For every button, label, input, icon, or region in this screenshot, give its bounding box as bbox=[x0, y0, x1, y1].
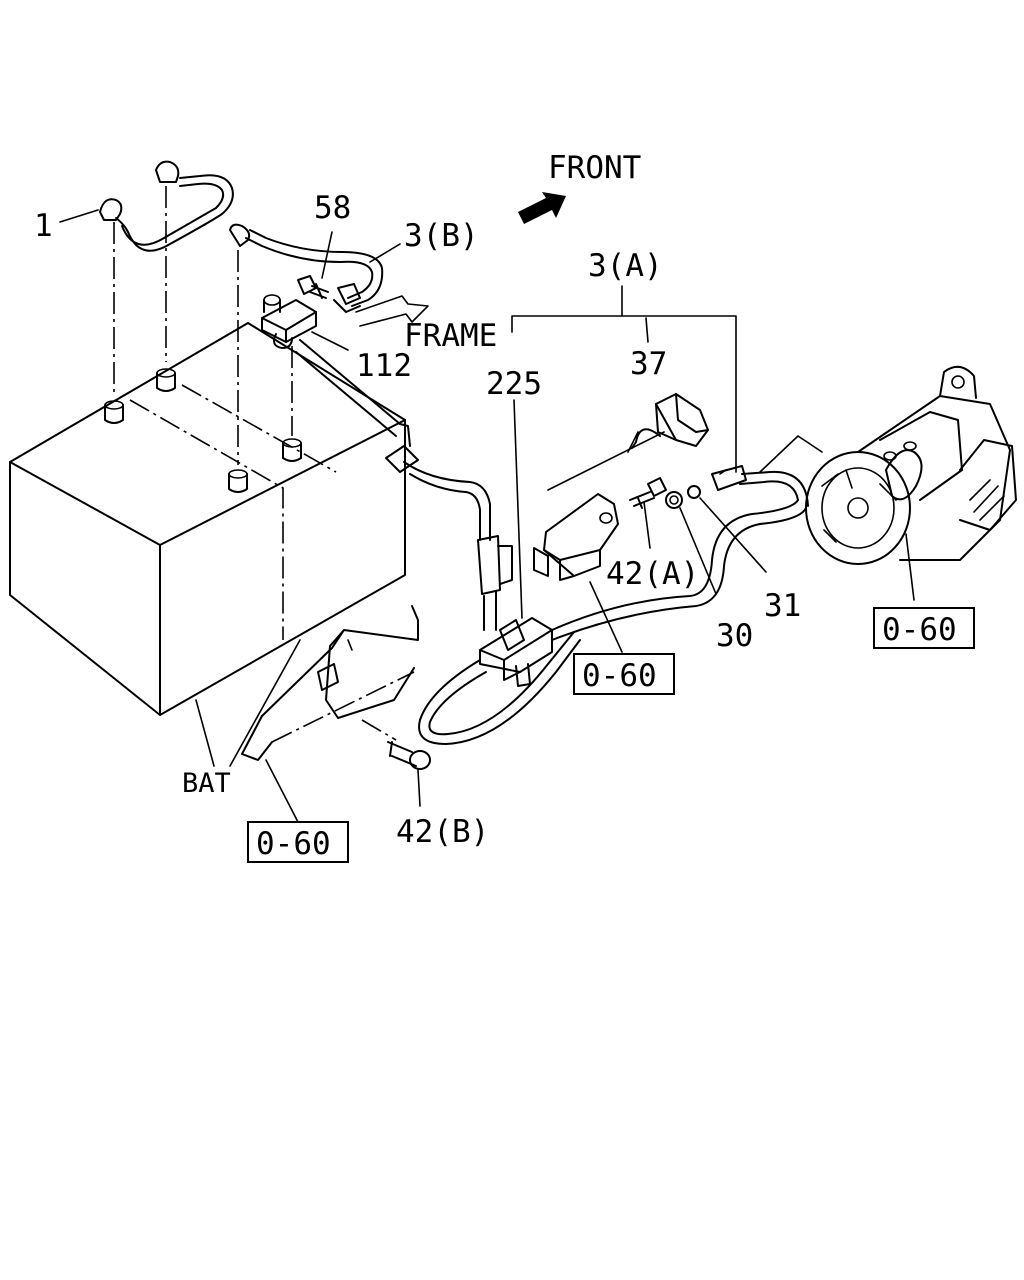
bolt-42a bbox=[629, 477, 667, 549]
reference-box-tray-text: 0-60 bbox=[256, 826, 331, 862]
part-3b-label: 3(B) bbox=[404, 218, 479, 254]
part-1-label: 1 bbox=[34, 208, 53, 244]
part-225-label: 225 bbox=[486, 366, 542, 402]
bolt-42b bbox=[361, 719, 431, 807]
part-37-label: 37 bbox=[630, 346, 667, 382]
frame-label: FRAME bbox=[404, 318, 497, 354]
part-58-label: 58 bbox=[314, 190, 351, 226]
part-31-label: 31 bbox=[764, 588, 801, 624]
terminal-link-cable bbox=[99, 160, 234, 395]
reference-box-starter-text: 0-60 bbox=[882, 612, 957, 648]
washer-31 bbox=[687, 485, 767, 573]
part-30-label: 30 bbox=[716, 618, 753, 654]
starter-motor bbox=[759, 365, 1017, 601]
bat-label: BAT bbox=[182, 768, 231, 799]
reference-box-tray: 0-60 bbox=[247, 821, 349, 863]
part-42b-label: 42(B) bbox=[396, 814, 489, 850]
part-42a-label: 42(A) bbox=[606, 556, 699, 592]
terminal-cover-37 bbox=[547, 393, 709, 491]
front-label: FRONT bbox=[548, 150, 641, 186]
reference-box-starter: 0-60 bbox=[873, 607, 975, 649]
frame-direction-arrow bbox=[355, 295, 429, 327]
nut-30 bbox=[665, 491, 717, 595]
cable-3b-assembly bbox=[229, 223, 419, 473]
front-direction-arrow bbox=[518, 192, 566, 224]
part-112-label: 112 bbox=[356, 348, 412, 384]
reference-box-bracket: 0-60 bbox=[573, 653, 675, 695]
starter-cable-3a bbox=[403, 461, 809, 745]
leader-lines bbox=[59, 209, 737, 823]
battery bbox=[9, 322, 406, 716]
part-3a-label: 3(A) bbox=[588, 248, 663, 284]
battery-tray-bracket bbox=[241, 605, 419, 761]
mounting-bracket bbox=[533, 493, 619, 581]
reference-box-bracket-text: 0-60 bbox=[582, 658, 657, 694]
